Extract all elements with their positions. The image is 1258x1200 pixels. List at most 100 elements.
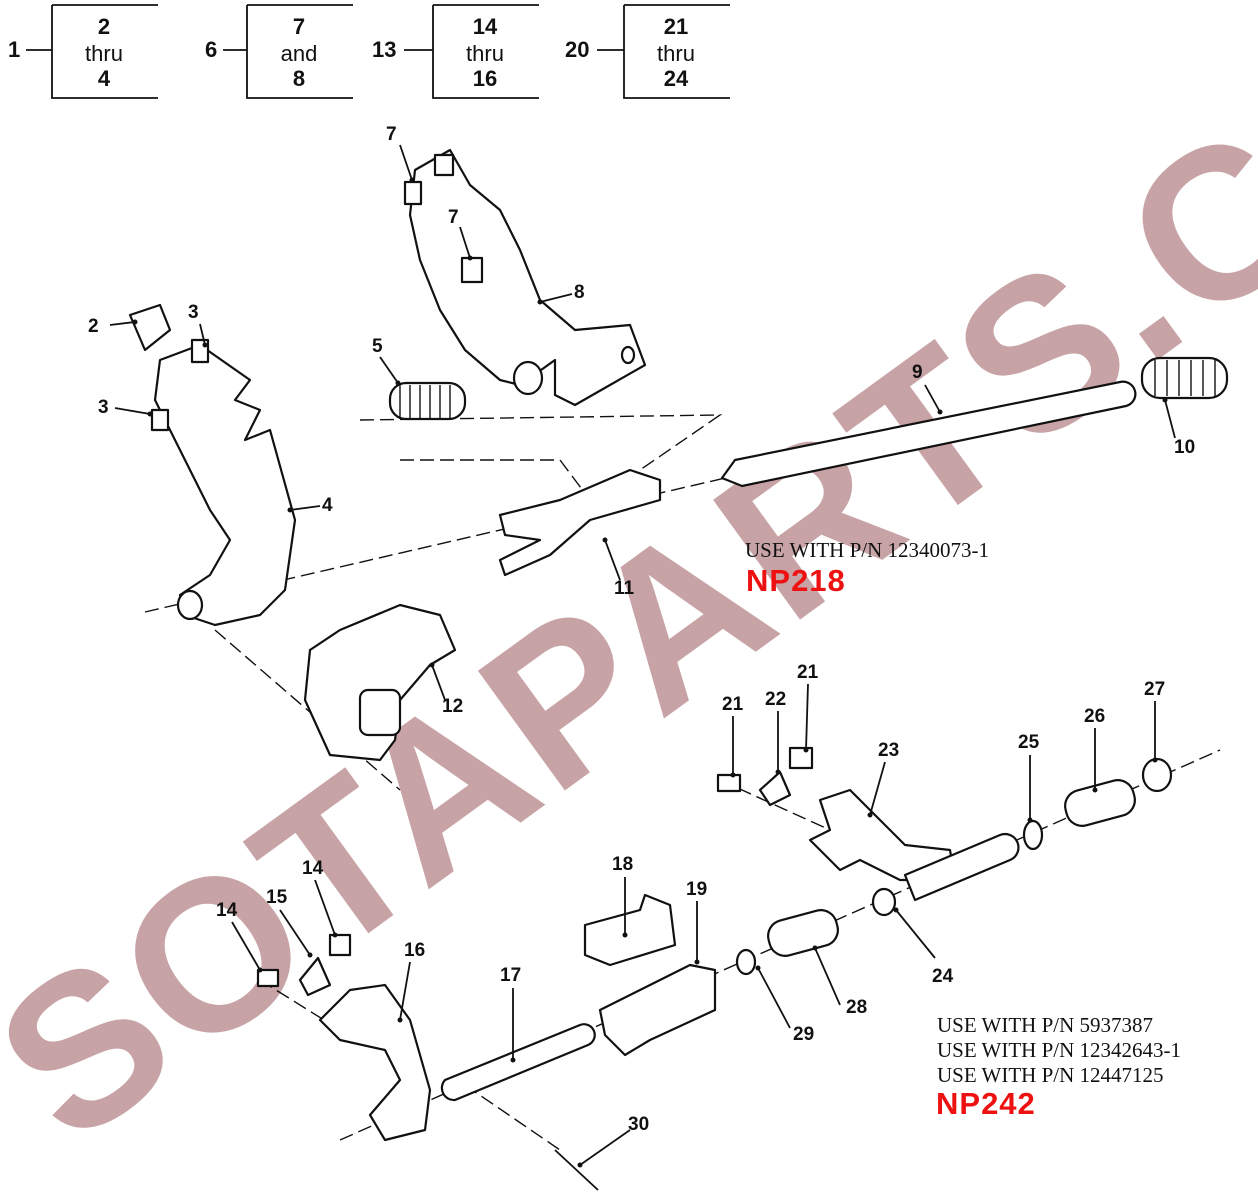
group-ref-label: 1 [8,37,20,62]
leader-arrowhead [602,537,608,543]
leader-arrowhead [429,662,435,668]
leader-line [869,761,886,816]
shift-fork-16 [318,983,432,1142]
callout-12: 12 [442,696,463,717]
callout-16: 16 [404,940,425,961]
leader-line [1164,399,1176,439]
spring-26 [1064,779,1136,827]
group-top-label: 7 [293,14,305,39]
spring-5 [388,381,467,421]
callout-2: 2 [88,316,99,337]
shaft-24 [903,832,1020,902]
pad-21a [716,773,742,793]
leader-arrowhead [537,299,543,305]
callout-10: 10 [1174,437,1195,458]
leader-arrowhead [577,1162,583,1168]
pad-21b [788,746,814,770]
callout-15: 15 [266,887,288,908]
leader-arrowhead [467,255,473,261]
callout-24: 24 [932,966,954,987]
leader-arrowhead [397,1017,403,1023]
leader-line [109,321,136,326]
shift-fork-23 [808,788,957,882]
shift-rail-9 [720,380,1137,488]
spring-28 [767,909,839,957]
leader-arrowhead [1092,787,1098,793]
leader-line [231,921,261,971]
np218-model: NP218 [746,563,846,598]
leader-line [895,909,936,959]
np218-note: USE WITH P/N 12340073-1 [745,538,990,562]
leader-arrowhead [1027,817,1033,823]
callout-7: 7 [386,124,397,145]
clip-15 [298,956,332,997]
group-mid-label: thru [657,41,695,66]
leader-arrowhead [622,932,628,938]
callout-27: 27 [1144,679,1165,700]
leader-line [279,909,311,956]
callout-8: 8 [574,282,585,303]
leader-arrowhead [694,959,700,965]
lug-19 [598,963,717,1057]
group-mid-label: and [281,41,318,66]
callout-18: 18 [612,854,633,875]
callout-3: 3 [98,397,109,418]
callout-30: 30 [628,1114,649,1135]
leader-arrowhead [812,945,818,951]
leader-line [379,356,399,384]
leader-line [399,961,411,1021]
leader-arrowhead [307,952,313,958]
pin-30 [554,1149,599,1191]
shift-lug-11 [498,468,662,577]
np242-model: NP242 [936,1086,1036,1121]
leader-arrowhead [510,1057,516,1063]
leader-line [579,1129,631,1166]
group-ref-label: 20 [565,37,589,62]
callout-9: 9 [912,362,923,383]
np242-note-2: USE WITH P/N 12342643-1 [937,1038,1182,1062]
group-bottom-label: 16 [473,66,497,91]
np242-note-1: USE WITH P/N 5937387 [937,1013,1154,1037]
leader-arrowhead [1162,397,1168,403]
callout-14: 14 [216,900,238,921]
rail-17 [440,1023,596,1102]
plug-27 [1141,757,1173,793]
group-top-label: 2 [98,14,110,39]
callout-3: 3 [188,302,199,323]
callout-11: 11 [614,578,635,599]
spring-10 [1140,356,1229,400]
leader-arrowhead [257,967,263,973]
callout-29: 29 [793,1024,814,1045]
callout-22: 22 [765,689,786,710]
leader-line [399,144,413,181]
leader-line [539,293,573,303]
group-top-label: 14 [473,14,498,39]
group-bottom-label: 24 [664,66,689,91]
leader-arrowhead [287,507,293,513]
group-bracket [26,4,158,99]
washer-24 [871,887,897,917]
leader-line [314,879,336,936]
callout-26: 26 [1084,706,1105,727]
callout-23: 23 [878,740,899,761]
callout-7: 7 [448,207,459,228]
bracket-18 [583,893,677,967]
shift-fork-8 [403,148,647,407]
pad-14b [328,933,352,957]
clip-22 [758,770,792,807]
group-bottom-label: 4 [98,66,111,91]
group-bracket [597,4,730,99]
group-mid-label: thru [466,41,504,66]
leader-arrowhead [893,907,899,913]
callout-19: 19 [686,879,707,900]
leader-arrowhead [132,319,138,325]
callout-14: 14 [302,858,324,879]
leader-arrowhead [1152,757,1158,763]
leader-line [199,323,206,346]
group-ref-label: 6 [205,37,217,62]
leader-arrowhead [409,177,415,183]
